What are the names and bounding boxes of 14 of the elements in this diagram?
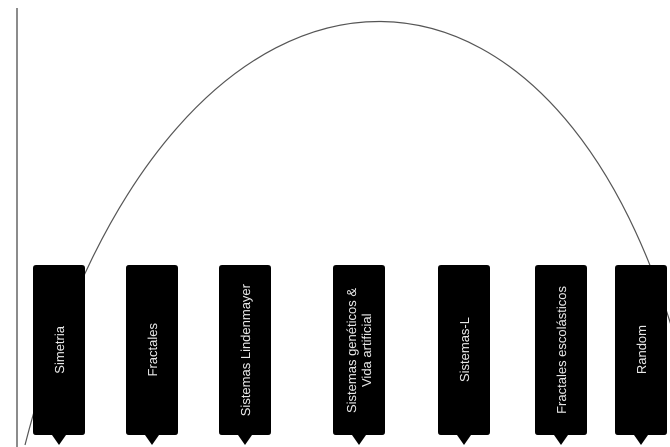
callout-label: Fractales escolásticos xyxy=(554,286,568,414)
callout-box xyxy=(615,265,667,445)
callout-label: Fractales xyxy=(144,323,160,377)
callout-box xyxy=(219,265,271,445)
callout-label: Sistemas-L xyxy=(456,317,472,383)
callout-box xyxy=(535,265,587,445)
callout-box xyxy=(333,265,385,445)
callout-box xyxy=(126,265,178,445)
callout-label: Sistemas genéticos & Vida artificial xyxy=(344,286,374,415)
callout-label: Simetria xyxy=(52,326,66,374)
callout-label: Sistemas Lindenmayer xyxy=(238,284,252,416)
callout-label: Random xyxy=(634,325,648,375)
callout-box xyxy=(33,265,85,445)
callout-box xyxy=(438,265,490,445)
